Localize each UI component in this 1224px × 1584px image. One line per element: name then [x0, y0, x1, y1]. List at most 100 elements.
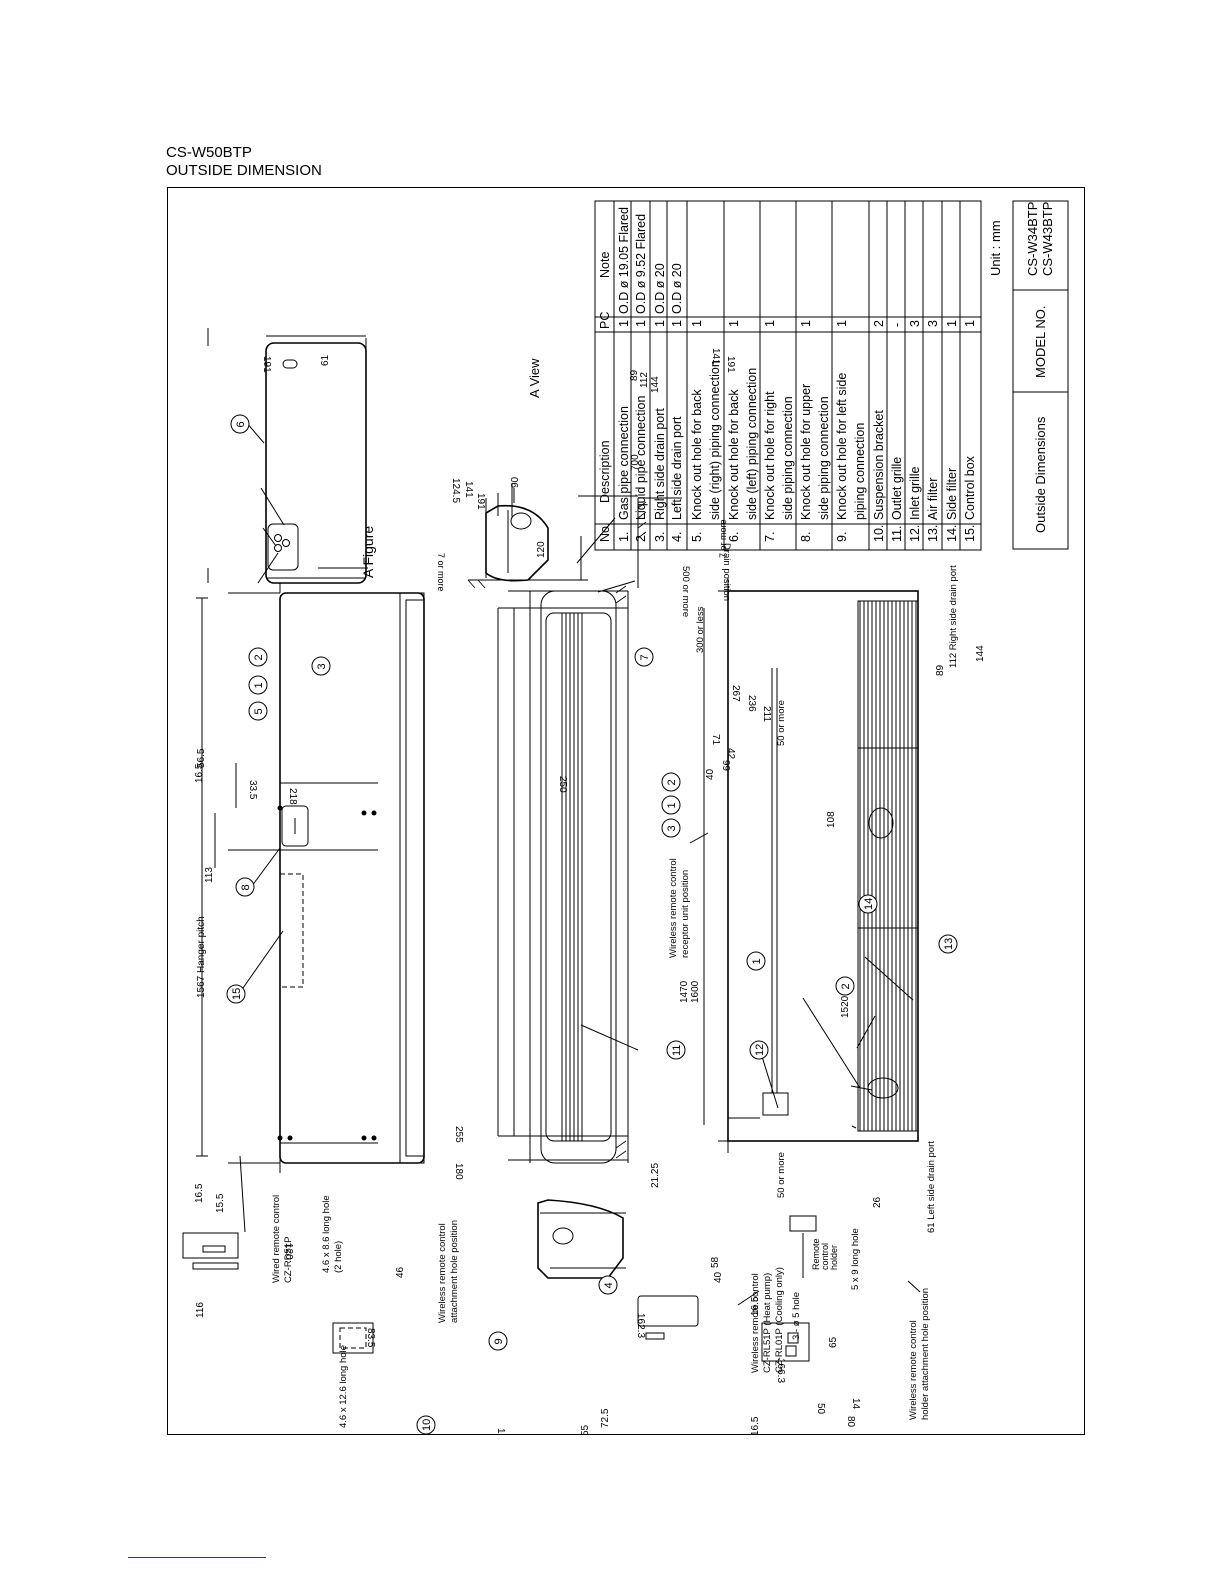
a-view [467, 483, 682, 589]
table-row-description: Inlet grille [908, 466, 922, 520]
table-row-pc: 1 [945, 320, 959, 327]
table-row-description: Gas pipe connection [617, 406, 631, 520]
dim-191-c: 191 [475, 493, 486, 510]
dim-191-a: 191 [261, 356, 272, 373]
table-row-pc: 1 [690, 320, 704, 327]
table-row-pc: 3 [926, 320, 940, 327]
balloon-1 [661, 795, 681, 815]
label-right-drain: 112 Right side drain port [948, 565, 959, 668]
table-row-pc: - [890, 323, 904, 327]
table-row-description: Air filter [926, 478, 940, 520]
dim-113: 113 [204, 867, 215, 883]
balloon-9 [488, 1331, 508, 1351]
label-hanger-pitch: 1567 Hanger pitch [196, 916, 207, 998]
wired-remote [182, 1232, 374, 1354]
table-row-description: Left side drain port [670, 416, 684, 520]
dim-218: 218 [287, 788, 298, 805]
balloon-label-1: 1 [751, 958, 763, 964]
top-view [196, 583, 425, 1173]
dim-1520: 1520 [840, 995, 851, 1018]
dim-255: 255 [453, 1126, 464, 1143]
table-row-pc: 1 [617, 320, 631, 327]
label-a-view: A View [527, 358, 542, 398]
table-row-description: Outlet grille [890, 457, 904, 520]
balloon-label-9: 9 [493, 1338, 505, 1344]
table-row-no: 3. [653, 532, 667, 542]
balloon-label-1: 1 [666, 802, 678, 808]
label-wired-remote-1: Wired remote control [271, 1195, 282, 1283]
table-row-description: Knock out hole for back [727, 389, 741, 520]
dim-126-5: 126.5 [495, 1428, 506, 1434]
model-title: CS-W50BTP [166, 144, 252, 161]
title-block-model-2: CS-W43BTP [1040, 202, 1055, 276]
dim-250: 250 [557, 776, 568, 793]
table-row-description: Suspension bracket [872, 410, 886, 520]
table-row-no: 14. [945, 525, 959, 542]
balloon-label-8: 8 [240, 884, 252, 890]
dim-89-b: 89 [935, 664, 946, 676]
table-row-no: 13. [926, 525, 940, 542]
table-row-no: 10. [872, 525, 886, 542]
balloon-label-1: 1 [253, 682, 265, 688]
balloon-label-5: 5 [253, 708, 265, 714]
balloon-4 [598, 1275, 618, 1295]
footer-rule [128, 1557, 266, 1558]
balloon-label-2: 2 [666, 779, 678, 785]
table-row-pc: 2 [872, 320, 886, 327]
balloon-2 [248, 647, 268, 667]
dim-141-b: 141 [463, 481, 474, 498]
balloon-1 [248, 675, 268, 695]
balloon-10 [416, 1415, 436, 1434]
bottom-view [703, 578, 919, 1153]
label-wireless-attach-2: attachment hole position [449, 1220, 460, 1323]
balloon-11 [666, 1040, 686, 1060]
table-row-description: side (left) piping connection [745, 368, 759, 520]
dim-55: 55 [580, 1424, 591, 1434]
label-wireless-remote-3: CZ-RL01P (Cooling only) [774, 1267, 785, 1373]
balloon-label-11: 11 [671, 1045, 683, 1056]
table-row-no: 2. [634, 532, 648, 542]
dim-141-a: 141 [710, 348, 721, 365]
title-block-model-1: CS-W34BTP [1025, 202, 1040, 276]
dim-236: 236 [746, 695, 757, 712]
dim-26: 26 [872, 1196, 883, 1208]
dim-42: 42 [725, 748, 736, 760]
dim-80: 80 [845, 1416, 856, 1428]
balloon-1 [746, 951, 766, 971]
title-block: Outside Dimensions MODEL NO. CS-W34BTP C… [988, 200, 1069, 550]
label-seven-or-more-b: 7 or more [718, 519, 728, 558]
dim-65: 65 [828, 1336, 839, 1348]
label-remote-holder-1: Remote [811, 1238, 821, 1270]
dim-16-5-b: 16.5 [194, 1183, 205, 1203]
dim-61: 61 [320, 354, 331, 366]
dim-14: 14 [850, 1398, 861, 1410]
balloon-label-10: 10 [421, 1419, 433, 1431]
dim-124-5: 124.5 [450, 478, 461, 503]
table-row-pc: 1 [963, 320, 977, 327]
dim-108: 108 [826, 811, 837, 828]
table-row-no: 7. [763, 532, 777, 542]
wireless-remote [637, 1215, 817, 1362]
balloon-label-3: 3 [316, 663, 328, 669]
table-row-pc: 3 [908, 320, 922, 327]
dim-40-a: 40 [705, 768, 716, 780]
dim-1470: 1470 [679, 980, 690, 1003]
table-header-note: Note [598, 252, 612, 278]
label-holder-attach-1: Wireless remote control [908, 1320, 919, 1420]
balloon-14 [858, 894, 878, 914]
label-fifty-a: 50 or more [776, 700, 787, 746]
dim-180: 180 [453, 1163, 464, 1180]
label-three-hundred: 300 or less [695, 606, 706, 653]
table-row-no: 12. [908, 525, 922, 542]
a-figure [207, 328, 368, 584]
dim-89-a: 89 [629, 369, 640, 381]
table-row-description: side piping connection [781, 396, 795, 520]
balloon-label-7: 7 [639, 654, 651, 660]
label-fifty-b: 50 or more [776, 1152, 787, 1198]
label-wireless-attach-1: Wireless remote control [437, 1223, 448, 1323]
